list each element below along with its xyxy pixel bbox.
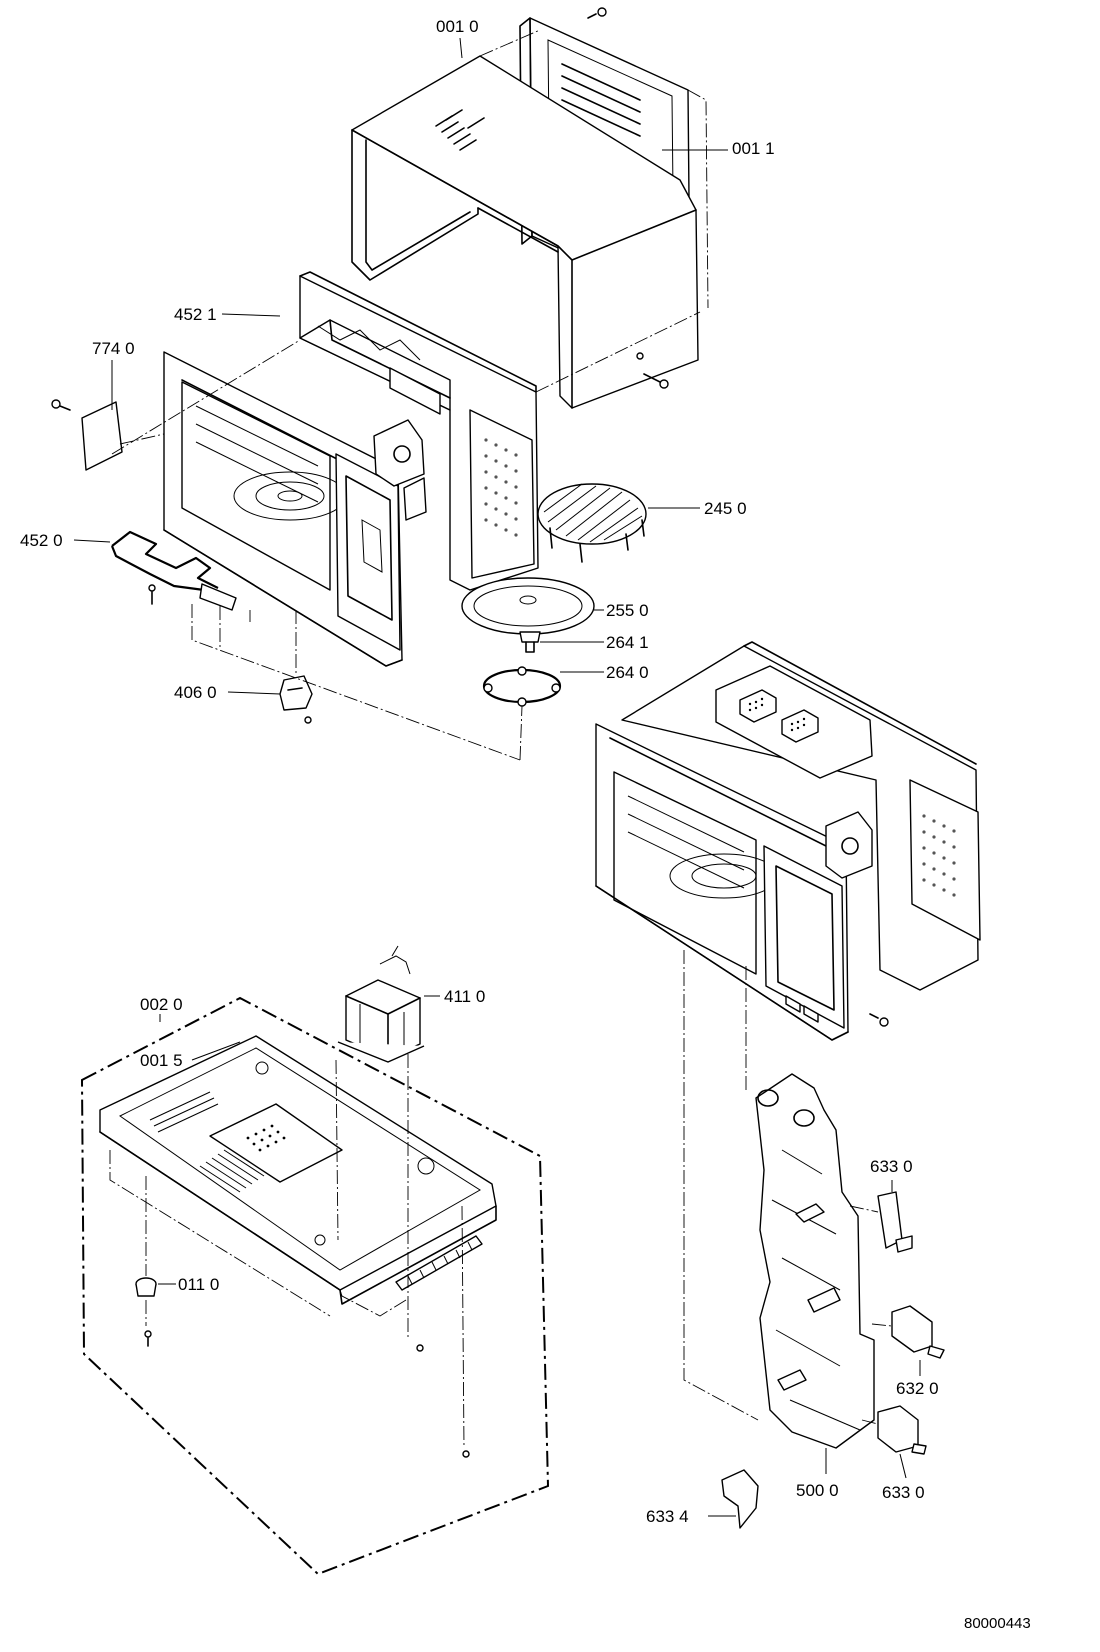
access-plate: [51, 399, 123, 471]
latch-lever: [721, 1469, 759, 1529]
label-632-0: 632 0: [896, 1379, 939, 1398]
label-633-0-lower: 633 0: [882, 1483, 925, 1502]
screw-top: [587, 7, 607, 19]
label-245-0: 245 0: [704, 499, 747, 518]
turntable-motor: [279, 675, 313, 724]
label-001-5: 001 5: [140, 1051, 183, 1070]
lower-cavity-assembly: [595, 641, 981, 1041]
base-plate-group: [80, 996, 550, 1576]
foot: [135, 1277, 157, 1347]
label-452-1: 452 1: [174, 305, 217, 324]
wire-rack: [537, 483, 647, 563]
label-255-0: 255 0: [606, 601, 649, 620]
grill-heater: [110, 530, 237, 611]
label-633-4: 633 4: [646, 1507, 689, 1526]
coupler: [519, 631, 541, 653]
roller-ring: [482, 666, 562, 707]
label-264-0: 264 0: [606, 663, 649, 682]
glass-tray: [461, 577, 595, 635]
label-411-0: 411 0: [444, 987, 486, 1006]
label-774-0: 774 0: [92, 339, 135, 358]
label-633-0-upper: 633 0: [870, 1157, 913, 1176]
latch-bracket: [755, 1073, 875, 1449]
micro-switch-middle: [891, 1305, 945, 1359]
label-001-0: 001 0: [436, 17, 479, 36]
label-500-0: 500 0: [796, 1481, 839, 1500]
micro-switch-lower: [877, 1405, 927, 1455]
assembly-guide-lines: [109, 29, 893, 1449]
document-id: 80000443: [964, 1615, 1031, 1632]
leader-lines: [73, 37, 921, 1517]
label-001-1: 001 1: [732, 139, 775, 158]
label-452-0: 452 0: [20, 531, 63, 550]
upper-cavity-assembly: [163, 271, 539, 667]
micro-switch-upper: [877, 1191, 913, 1253]
label-002-0: 002 0: [140, 995, 183, 1014]
label-011-0: 011 0: [178, 1275, 220, 1294]
cabinet-cover: [351, 55, 699, 409]
transformer: [337, 945, 425, 1063]
base-plate: [99, 1035, 497, 1305]
label-406-0: 406 0: [174, 683, 217, 702]
label-264-1: 264 1: [606, 633, 649, 652]
